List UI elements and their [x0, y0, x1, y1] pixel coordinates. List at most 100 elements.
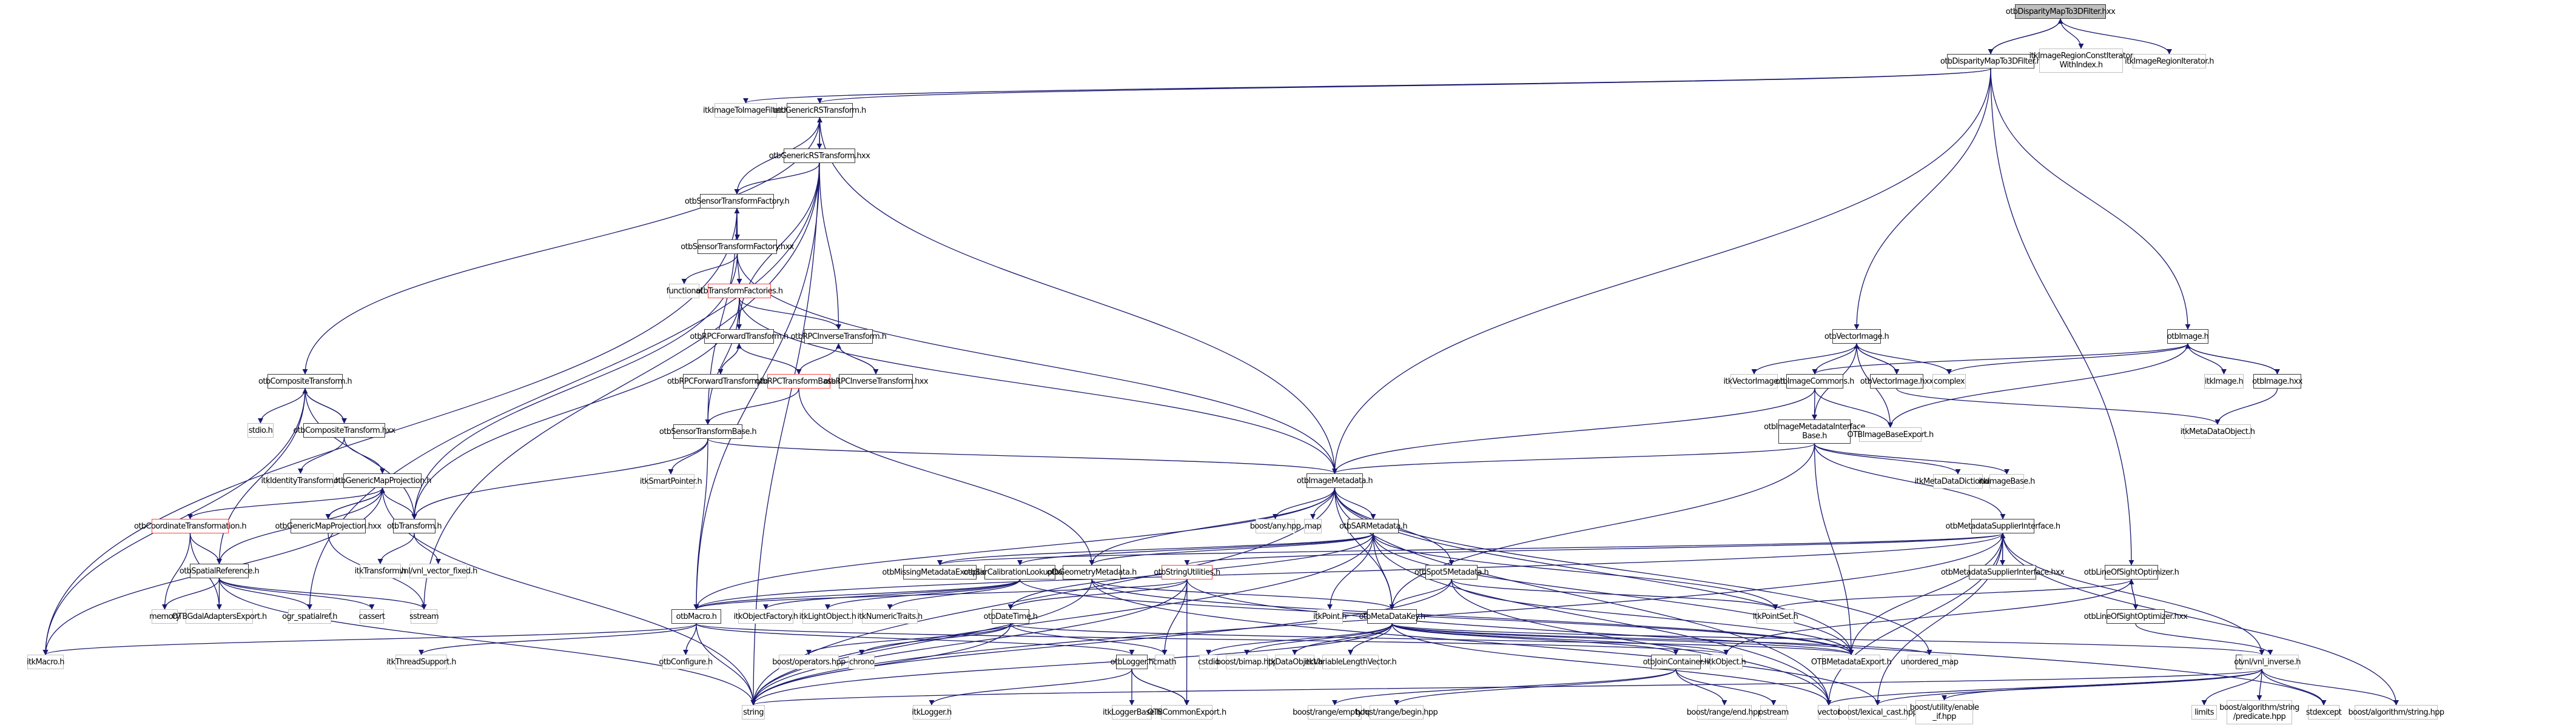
dependency-edge	[1162, 579, 1188, 655]
graph-node: ostream	[1758, 705, 1789, 720]
graph-node[interactable]: otbDisparityMapTo3DFilter.h	[1940, 54, 2042, 68]
graph-node[interactable]: otbGenericRSTransform.hxx	[769, 149, 870, 163]
dependency-edge	[739, 298, 841, 330]
graph-node[interactable]: otbGenericMapProjection.hxx	[275, 519, 382, 533]
graph-node: OTBCommonExport.h	[1147, 705, 1226, 720]
graph-node[interactable]: otbTransform.h	[387, 519, 442, 533]
graph-node: boost/range/empty.hpp	[1293, 705, 1377, 720]
dependency-edge	[743, 68, 1991, 104]
graph-node: itkLightObject.h	[799, 609, 856, 624]
graph-node: ogr_spatialref.h	[282, 609, 338, 624]
graph-node[interactable]: otbDateTime.h	[984, 609, 1038, 624]
dependency-edge	[1723, 579, 2132, 655]
dependency-edge	[1184, 533, 2003, 566]
graph-node[interactable]: otbVectorImage.h	[1824, 329, 1889, 344]
dependency-edge	[1334, 487, 1832, 706]
graph-node[interactable]: otbLineOfSightOptimizer.h	[2084, 565, 2179, 579]
dependency-edge	[2002, 533, 2265, 655]
dependency-edge	[1183, 579, 1190, 706]
graph-node[interactable]: otbJoinContainer.h	[1643, 655, 1709, 669]
dependency-edge	[297, 437, 345, 474]
graph-node: otbConfigure.h	[659, 655, 713, 669]
graph-node[interactable]: otbSensorTransformBase.h	[659, 424, 757, 439]
dependency-edge	[1451, 579, 1832, 706]
graph-node[interactable]: otbSARMetadata.h	[1339, 519, 1408, 533]
graph-node[interactable]: otbMetadataSupplierInterface.h	[1946, 519, 2060, 533]
graph-node[interactable]: otbCompositeTransform.h	[258, 374, 352, 389]
graph-node[interactable]: otbRPCForwardTransform.hxx	[667, 374, 775, 389]
graph-node: vector	[1817, 705, 1840, 720]
graph-node[interactable]: otbLogger.h	[1111, 655, 1154, 669]
dependency-edge	[1331, 68, 1991, 474]
graph-node[interactable]: otbSpatialReference.h	[180, 564, 260, 578]
graph-node: itkImageBase.h	[1979, 474, 2035, 489]
dependency-edge	[1675, 669, 1777, 706]
graph-node[interactable]: otbSpot5Metadata.h	[1414, 565, 1489, 579]
graph-node[interactable]: otbStringUtilities.h	[1154, 565, 1220, 579]
graph-node[interactable]: otbRPCInverseTransform.h	[791, 329, 887, 344]
dependency-edge	[1990, 68, 2191, 330]
graph-node[interactable]: otbImageMetadata.h	[1297, 473, 1373, 488]
graph-node[interactable]: otbImage.hxx	[2252, 374, 2302, 389]
dependency-edge	[1292, 623, 1393, 655]
graph-node[interactable]: otbRPCTransformBase.h	[755, 374, 842, 389]
dependency-edge	[693, 487, 1336, 610]
graph-node[interactable]: otbRPCForwardTransform.h	[690, 329, 789, 344]
dependency-edge	[1391, 623, 1729, 655]
dependency-edge	[1017, 533, 1374, 566]
dependency-edge	[681, 253, 738, 284]
graph-node: itkPointSet.h	[1753, 609, 1798, 624]
dependency-edge	[887, 579, 1021, 610]
graph-node: itkObjectFactory.h	[734, 609, 798, 624]
graph-node: cstdio	[1198, 655, 1220, 669]
graph-node[interactable]: otbSensorTransformFactory.hxx	[681, 239, 794, 254]
graph-node[interactable]: otbCoordinateTransformation.h	[134, 519, 247, 533]
dependency-edge	[343, 437, 386, 474]
dependency-edge	[1946, 343, 2188, 375]
graph-node[interactable]: otbMetadataSupplierInterface.hxx	[1941, 565, 2065, 579]
graph-node: boost/algorithm/string.hpp	[2348, 705, 2444, 720]
graph-node[interactable]: otbTransformFactories.h	[696, 284, 783, 298]
graph-node: unordered_map	[1901, 655, 1959, 669]
dependency-edge	[1389, 443, 1815, 610]
dependency-edge	[1373, 533, 1832, 706]
graph-node[interactable]: otbLineOfSightOptimizer.hxx	[2084, 609, 2188, 624]
graph-node[interactable]: otbMacro.h	[671, 609, 721, 624]
dependency-edge	[2135, 623, 2273, 655]
graph-node: itkSmartPointer.h	[640, 474, 702, 489]
graph-node[interactable]: otbImageMetadataInterface Base.h	[1764, 419, 1865, 444]
graph-node[interactable]: otbGenericMapProjection.h	[334, 473, 432, 488]
graph-node[interactable]: otbImageCommons.h	[1775, 374, 1854, 389]
dependency-edge	[705, 388, 799, 425]
dependency-edge	[218, 578, 756, 706]
dependency-edge	[1854, 343, 1897, 375]
dependency-edge	[1091, 579, 1854, 655]
graph-node[interactable]: otbVectorImage.hxx	[1860, 374, 1934, 389]
graph-node[interactable]: otbMissingMetadataException.h	[882, 565, 998, 579]
graph-node: itkVectorImage.h	[1723, 374, 1785, 389]
graph-node: boost/range/end.hpp	[1687, 705, 1763, 720]
graph-node[interactable]: otbSensorTransformFactory.h	[685, 194, 790, 209]
dependency-edge	[750, 623, 1393, 706]
dependency-edge	[1826, 669, 2262, 706]
dependency-edge	[817, 68, 1991, 104]
dependency-edge	[414, 533, 442, 564]
graph-node[interactable]: otbDisparityMapTo3DFilter.hxx	[2006, 4, 2116, 19]
graph-node[interactable]: otbMetaDataKey.h	[1359, 609, 1425, 624]
dependency-edge	[693, 579, 1188, 610]
graph-node[interactable]: otbImage.h	[2167, 329, 2209, 344]
graph-node[interactable]: otbGenericRSTransform.h	[773, 103, 866, 118]
graph-node: vnl/vnl_inverse.h	[2240, 655, 2301, 669]
graph-node[interactable]: otbSarCalibrationLookupData.h	[963, 565, 1077, 579]
dependency-edge	[835, 343, 876, 375]
dependency-edge	[734, 117, 821, 195]
graph-node[interactable]: otbCompositeTransform.hxx	[293, 423, 395, 438]
graph-node: functional	[667, 284, 702, 298]
graph-node[interactable]: otbRPCInverseTransform.hxx	[824, 374, 929, 389]
dependency-edge	[1007, 579, 1188, 610]
dependency-edge	[328, 487, 386, 519]
graph-node[interactable]: otbGeometryMetadata.h	[1047, 565, 1137, 579]
dependency-edge	[750, 533, 1374, 706]
graph-node: complex	[1932, 374, 1966, 389]
